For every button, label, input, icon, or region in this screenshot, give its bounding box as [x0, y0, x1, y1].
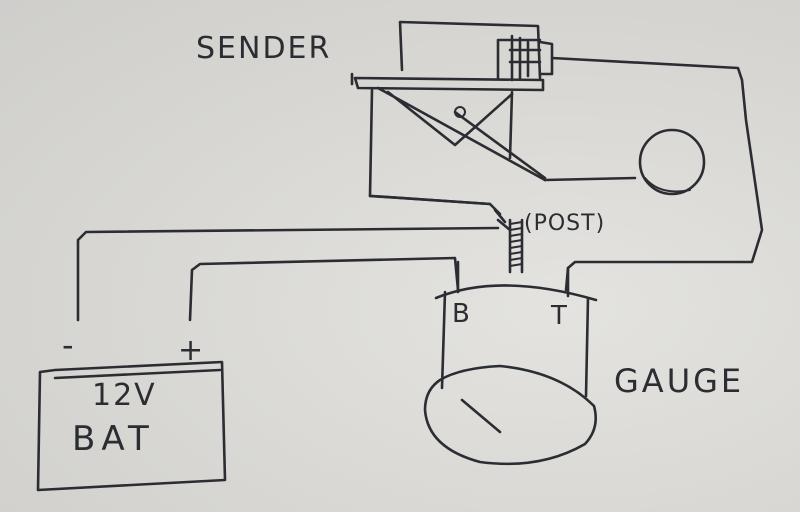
battery-voltage-label: 12V [92, 378, 157, 413]
wire-sender-to-gauge-t [550, 56, 764, 292]
battery-name-label: BAT [72, 419, 155, 459]
battery-negative-label: - [62, 326, 74, 364]
wires [76, 56, 764, 322]
battery-case [36, 360, 227, 492]
sender-housing [398, 20, 542, 80]
gauge-needle [460, 398, 502, 434]
sender-fitting [496, 34, 554, 82]
gauge-label: GAUGE [614, 362, 744, 400]
post-threads [509, 221, 523, 267]
wire-positive-to-gauge-b [188, 256, 460, 322]
sender-float [638, 128, 706, 196]
sender-pivot [454, 106, 466, 118]
sender-body [368, 88, 514, 206]
wire-negative-to-post [76, 226, 500, 322]
battery [36, 360, 227, 492]
sender-unit [350, 20, 706, 206]
terminal-t-label: T [550, 301, 567, 331]
wire-sender-to-post [368, 194, 502, 216]
sender-label: SENDER [196, 31, 331, 66]
battery-positive-label: + [178, 333, 203, 368]
sender-float-rod [543, 176, 637, 182]
ground-post [493, 208, 524, 274]
gauge-top-edge [434, 284, 598, 302]
battery-lid-line [53, 368, 222, 380]
gauge [423, 260, 598, 466]
gauge-body [440, 290, 590, 398]
sender-flange [350, 72, 545, 92]
gauge-face [423, 364, 597, 466]
terminal-b-label: B [452, 299, 470, 329]
post-label: (POST) [524, 211, 605, 236]
sender-float-arm [376, 86, 547, 182]
